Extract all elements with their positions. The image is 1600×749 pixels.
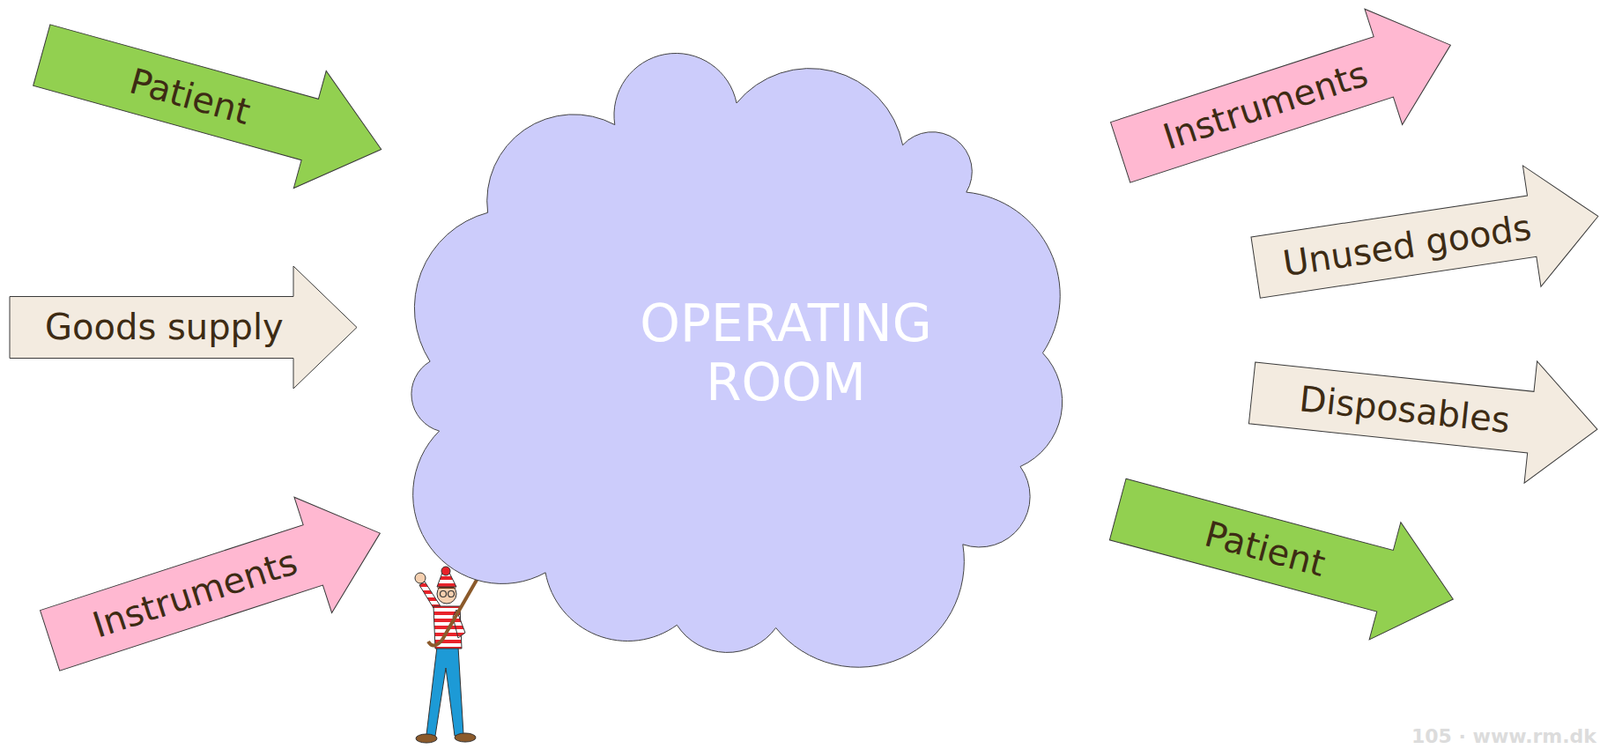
arrow-label: Disposables bbox=[1297, 377, 1512, 440]
input-arrow: Goods supply bbox=[9, 266, 357, 389]
arrow-outline bbox=[1245, 155, 1600, 328]
arrow-label: Goods supply bbox=[44, 306, 284, 348]
arrow-label: Patient bbox=[125, 59, 255, 133]
arrow-outline bbox=[1101, 0, 1469, 210]
arrow-label: Instruments bbox=[1157, 52, 1372, 157]
arrow-label: Patient bbox=[1200, 513, 1330, 585]
page-footer: 105 · www.rm.dk bbox=[1411, 725, 1597, 748]
output-arrow: Instruments bbox=[1101, 0, 1469, 210]
arrow-label: Unused goods bbox=[1280, 206, 1534, 283]
operating-room-cloud: OPERATING ROOM bbox=[398, 71, 1075, 662]
arrow-label-box: Disposables bbox=[1245, 331, 1564, 486]
output-arrow: Patient bbox=[1102, 450, 1469, 658]
cloud-label-box: OPERATING ROOM bbox=[600, 221, 971, 486]
input-arrow: Patient bbox=[25, 0, 398, 208]
waldo-illustration bbox=[407, 562, 499, 749]
arrow-label-box: Goods supply bbox=[9, 266, 319, 389]
arrow-outline bbox=[30, 475, 399, 699]
arrow-outline bbox=[9, 266, 357, 389]
output-arrow: Unused goods bbox=[1245, 155, 1600, 328]
arrow-outline bbox=[1245, 331, 1600, 489]
arrow-outline bbox=[25, 0, 398, 208]
arrow-label-box: Instruments bbox=[1101, 0, 1430, 210]
arrow-label-box: Instruments bbox=[30, 488, 359, 698]
cloud-outline bbox=[411, 52, 1063, 667]
cloud-label: OPERATING ROOM bbox=[600, 294, 971, 412]
arrow-label-box: Patient bbox=[1102, 450, 1429, 647]
input-arrow: Instruments bbox=[30, 475, 399, 699]
arrow-label-box: Unused goods bbox=[1245, 161, 1567, 328]
arrow-outline bbox=[1102, 450, 1469, 658]
arrow-label: Instruments bbox=[87, 540, 302, 645]
output-arrow: Disposables bbox=[1245, 331, 1600, 489]
arrow-label-box: Patient bbox=[25, 0, 356, 196]
